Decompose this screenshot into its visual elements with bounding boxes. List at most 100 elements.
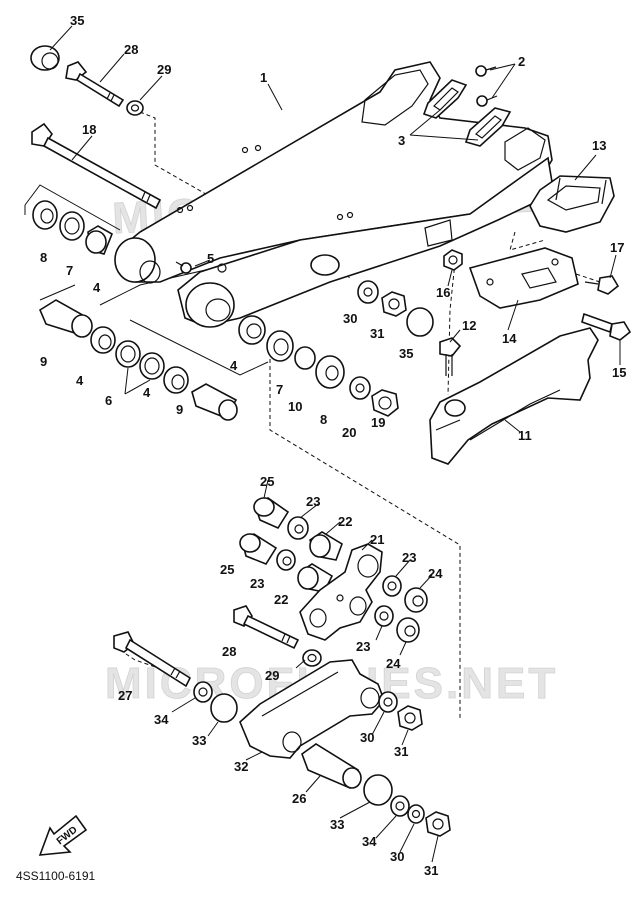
- callout-31: 31: [370, 326, 384, 341]
- part-33-collar-a: [210, 693, 238, 723]
- part-4-bushing-b: [90, 326, 116, 354]
- part-28-bolt-bottom: [233, 605, 300, 650]
- fwd-arrow-icon: FWD: [38, 814, 88, 856]
- callout-18: 18: [82, 122, 96, 137]
- part-1-rear-arm: [114, 61, 553, 328]
- callout-7: 7: [66, 263, 73, 278]
- callout-5: 5: [207, 251, 214, 266]
- callout-33-b: 33: [330, 817, 344, 832]
- part-31-nut-bottom: [425, 811, 451, 837]
- callout-34-b: 34: [362, 834, 377, 849]
- part-23-seal-c: [382, 575, 402, 597]
- callout-12: 12: [462, 318, 476, 333]
- part-21-relay-arm: [299, 543, 383, 641]
- part-7-bearing-left: [59, 211, 85, 241]
- callout-25-b: 25: [220, 562, 234, 577]
- callout-20: 20: [342, 425, 356, 440]
- part-29-washer-top: [126, 100, 144, 116]
- part-33-collar-b: [363, 774, 393, 806]
- part-23-seal-d: [374, 605, 394, 627]
- part-15-bolt: [581, 312, 632, 341]
- callout-8-b: 8: [320, 412, 327, 427]
- part-12-bolt: [439, 337, 462, 376]
- callout-11: 11: [518, 428, 532, 443]
- part-27-long-bolt: [113, 631, 192, 688]
- part-31-nut-low: [397, 705, 423, 731]
- part-9-spacer-right: [191, 383, 238, 421]
- part-30-washer-mid: [357, 280, 379, 304]
- part-31-nut-mid: [381, 291, 407, 317]
- callout-23-c: 23: [402, 550, 416, 565]
- callout-13: 13: [592, 138, 606, 153]
- leader-lines: [49, 25, 621, 863]
- part-25-collar-a: [253, 497, 290, 530]
- part-19-nut: [371, 389, 399, 417]
- callout-31-c: 31: [424, 863, 438, 878]
- callout-1: 1: [260, 70, 267, 85]
- callout-6: 6: [105, 393, 112, 408]
- part-14-chain-support: [468, 247, 579, 309]
- diagram-code: 4SS1100-6191: [16, 869, 96, 883]
- part-16-nut: [443, 249, 463, 271]
- callout-22: 22: [338, 514, 352, 529]
- callout-15: 15: [612, 365, 626, 380]
- callout-4-b: 4: [76, 373, 84, 388]
- part-13-chain-guide: [529, 175, 615, 233]
- callout-24: 24: [428, 566, 443, 581]
- callout-2: 2: [518, 54, 525, 69]
- part-26-shaft: [301, 743, 362, 790]
- part-9-spacer-left: [38, 299, 93, 338]
- callout-35: 35: [70, 13, 84, 28]
- callout-4: 4: [93, 280, 101, 295]
- part-24-collar-a: [404, 587, 428, 613]
- callout-30-c: 30: [390, 849, 404, 864]
- callout-4-c: 4: [143, 385, 151, 400]
- part-4-bushing-c: [163, 366, 189, 394]
- callout-35-mid: 35: [399, 346, 413, 361]
- part-7-bearing-right: [266, 330, 294, 362]
- callout-34: 34: [154, 712, 169, 727]
- callout-28-b: 28: [222, 644, 236, 659]
- part-24-collar-b: [396, 617, 420, 643]
- callout-10: 10: [288, 399, 302, 414]
- callout-29-b: 29: [265, 668, 279, 683]
- part-32-connecting-rod: [239, 659, 385, 759]
- callout-labels: 35 28 29 1 2 3 18 13 8 7 4 5 17 16 30 31…: [40, 13, 626, 878]
- part-8-seal-left: [32, 200, 58, 230]
- callout-16: 16: [436, 285, 450, 300]
- part-35-cap-mid: [406, 307, 434, 337]
- part-23-seal-a: [287, 516, 309, 540]
- part-4-bushing-left: [85, 225, 114, 255]
- callout-23-b: 23: [250, 576, 264, 591]
- callout-26: 26: [292, 791, 306, 806]
- part-35-cap-top: [30, 45, 60, 71]
- callout-24-b: 24: [386, 656, 401, 671]
- callout-32: 32: [234, 759, 248, 774]
- part-28-bolt-top: [65, 61, 125, 108]
- callout-17: 17: [610, 240, 624, 255]
- part-34-washer-a: [193, 681, 213, 703]
- callout-30: 30: [343, 311, 357, 326]
- part-30-washer-bottom: [407, 804, 425, 824]
- callout-9: 9: [40, 354, 47, 369]
- part-30-washer-low: [378, 691, 398, 713]
- part-11-guide-bar: [429, 327, 599, 465]
- callout-23: 23: [306, 494, 320, 509]
- part-5-bolt: [175, 261, 227, 274]
- callout-8: 8: [40, 250, 47, 265]
- callout-30-b: 30: [360, 730, 374, 745]
- bracket-lines: [24, 184, 269, 376]
- callout-4-d: 4: [230, 358, 238, 373]
- part-22-bearing-b: [297, 563, 334, 593]
- callout-23-d: 23: [356, 639, 370, 654]
- callout-25: 25: [260, 474, 274, 489]
- part-20-washer: [349, 376, 371, 400]
- part-23-seal-b: [276, 549, 296, 571]
- part-25-collar-b: [239, 533, 278, 565]
- callout-19: 19: [371, 415, 385, 430]
- part-34-washer-b: [390, 795, 410, 817]
- part-22-bearing-a: [309, 531, 343, 561]
- part-4-bushing-d: [238, 315, 266, 345]
- part-29-washer-bottom: [302, 649, 322, 667]
